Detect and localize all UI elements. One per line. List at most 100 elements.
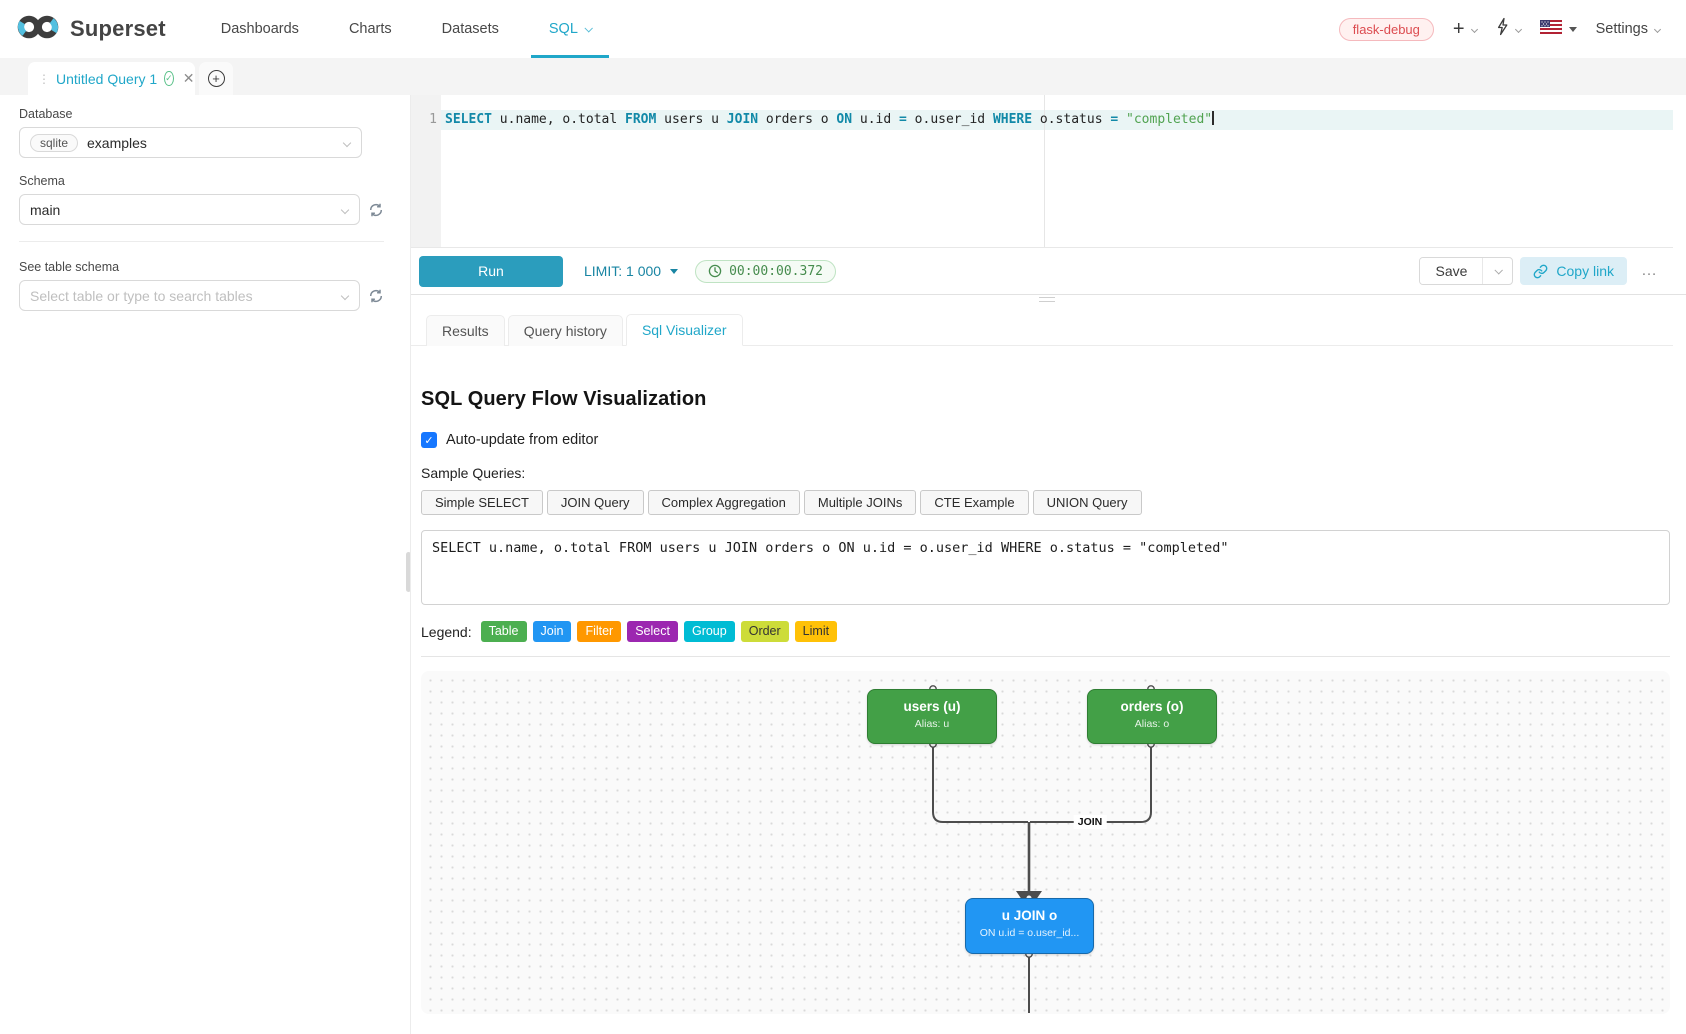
- nav-right-cluster: flask-debug +: [1338, 17, 1662, 41]
- tab-sql-visualizer[interactable]: Sql Visualizer: [625, 314, 743, 346]
- database-select[interactable]: sqlite examples: [19, 127, 362, 158]
- editor-toolbar: Run LIMIT: 1 000 00:00:00.372 Save Copy …: [411, 248, 1686, 295]
- save-options-button[interactable]: [1482, 258, 1512, 284]
- superset-logo[interactable]: Superset: [16, 11, 166, 48]
- text-cursor: [1212, 111, 1215, 125]
- new-item-button[interactable]: +: [1453, 19, 1478, 39]
- schema-select[interactable]: main: [19, 194, 360, 225]
- node-subtitle: Alias: o: [1134, 718, 1170, 730]
- node-title: orders (o): [1120, 699, 1184, 714]
- sample-query-complex-aggregation[interactable]: Complex Aggregation: [647, 490, 800, 515]
- sample-query-union-query[interactable]: UNION Query: [1032, 490, 1142, 515]
- node-subtitle: ON u.id = o.user_id...: [979, 927, 1080, 939]
- legend-badge-table: Table: [480, 621, 527, 642]
- flow-node-join[interactable]: u JOIN o ON u.id = o.user_id...: [965, 898, 1094, 954]
- sql-code-editor[interactable]: 1 SELECT u.name, o.total FROM users u JO…: [411, 95, 1673, 248]
- line-number: 1: [429, 112, 437, 127]
- top-navigation: Superset Dashboards Charts Datasets SQL fla…: [0, 0, 1686, 58]
- auto-update-checkbox[interactable]: ✓: [421, 432, 437, 448]
- copy-link-button[interactable]: Copy link: [1520, 257, 1627, 285]
- sql-input[interactable]: SELECT u.name, o.total FROM users u JOIN…: [421, 530, 1670, 605]
- timer-value: 00:00:00.372: [729, 263, 823, 279]
- caret-down-icon: [1568, 26, 1577, 32]
- editor-resize-handle[interactable]: [1039, 297, 1055, 302]
- sidebar-divider: [19, 241, 384, 242]
- sql-token-pl: u.name, o.total: [491, 112, 626, 127]
- chevron-down-icon: [1494, 266, 1503, 275]
- sql-token-kw: =: [899, 112, 907, 127]
- legend-badge-order: Order: [740, 621, 789, 642]
- print-margin-line: [1044, 95, 1045, 247]
- sample-query-simple-select[interactable]: Simple SELECT: [421, 490, 543, 515]
- sql-token-str: "completed": [1118, 112, 1213, 127]
- table-select[interactable]: Select table or type to search tables: [19, 280, 360, 311]
- drag-handle-icon[interactable]: ⋮: [38, 71, 50, 86]
- add-query-tab-button[interactable]: +: [199, 62, 233, 95]
- nav-item-sql[interactable]: SQL: [530, 0, 609, 58]
- sample-query-multiple-joins[interactable]: Multiple JOINs: [803, 490, 917, 515]
- query-tab[interactable]: ⋮ Untitled Query 1 ✓ ✕: [28, 62, 195, 95]
- save-split-button: Save: [1419, 257, 1514, 285]
- legend-badge-group: Group: [683, 621, 735, 642]
- query-tab-strip: ⋮ Untitled Query 1 ✓ ✕ +: [0, 58, 1686, 95]
- legend-badge-select: Select: [627, 621, 678, 642]
- clock-icon: [708, 264, 722, 278]
- flow-divider: [421, 656, 1670, 657]
- sample-query-join-query[interactable]: JOIN Query: [546, 490, 644, 515]
- chevron-down-icon: [584, 24, 593, 33]
- limit-dropdown[interactable]: LIMIT: 1 000: [584, 263, 679, 279]
- flow-node-users[interactable]: users (u) Alias: u: [867, 689, 997, 744]
- nav-item-dashboards[interactable]: Dashboards: [220, 21, 299, 37]
- nav-item-datasets[interactable]: Datasets: [441, 21, 499, 37]
- editor-active-line: [441, 110, 1673, 130]
- more-menu-button[interactable]: …: [1641, 262, 1658, 279]
- database-label: Database: [19, 107, 73, 121]
- query-tab-title: Untitled Query 1: [56, 70, 158, 87]
- legend-badge-filter: Filter: [577, 621, 622, 642]
- join-edge-label: JOIN: [1073, 815, 1107, 829]
- tab-results[interactable]: Results: [426, 315, 505, 346]
- sql-token-pl: o.user_id: [906, 112, 993, 127]
- sql-token-pl: u.id: [852, 112, 900, 127]
- sidebar-resize-handle[interactable]: [406, 552, 411, 592]
- sql-token-kw: JOIN: [726, 112, 759, 127]
- settings-menu[interactable]: Settings: [1596, 21, 1662, 37]
- table-schema-label: See table schema: [19, 260, 120, 274]
- refresh-icon: [369, 289, 383, 302]
- superset-logo-icon: [16, 11, 62, 48]
- sql-token-kw: FROM: [625, 112, 657, 127]
- nav-item-charts[interactable]: Charts: [348, 21, 392, 37]
- sql-token-pl: orders o: [758, 112, 837, 127]
- run-button[interactable]: Run: [419, 255, 563, 287]
- us-flag-icon: [1539, 19, 1562, 39]
- flow-node-orders[interactable]: orders (o) Alias: o: [1087, 689, 1217, 744]
- sql-editor-pane: 1 SELECT u.name, o.total FROM users u JO…: [410, 95, 1686, 1034]
- sql-token-pl: users u: [656, 112, 727, 127]
- chevron-down-icon: [1653, 25, 1662, 33]
- query-search-button[interactable]: [1496, 17, 1522, 41]
- check-circle-icon: ✓: [164, 71, 174, 86]
- main-nav: Dashboards Charts Datasets SQL: [196, 0, 616, 58]
- schema-label: Schema: [19, 174, 65, 188]
- sql-token-pl: o.status: [1032, 112, 1111, 127]
- sql-token-kw: ON: [836, 112, 853, 127]
- flow-canvas[interactable]: users (u) Alias: u orders (o) Alias: o u…: [421, 671, 1670, 1014]
- close-icon[interactable]: ✕: [182, 70, 195, 86]
- tab-query-history[interactable]: Query history: [507, 315, 623, 346]
- save-button[interactable]: Save: [1420, 258, 1483, 284]
- node-subtitle: Alias: u: [914, 718, 950, 730]
- copy-link-label: Copy link: [1556, 263, 1614, 279]
- refresh-schemas-button[interactable]: [368, 202, 384, 218]
- panel-title: SQL Query Flow Visualization: [421, 388, 707, 410]
- sample-query-cte-example[interactable]: CTE Example: [920, 490, 1029, 515]
- sql-code-line[interactable]: SELECT u.name, o.total FROM users u JOIN…: [445, 110, 1215, 130]
- sqllab-left-sidebar: Database sqlite examples Schema main See…: [0, 95, 404, 1034]
- language-picker[interactable]: [1539, 19, 1577, 39]
- refresh-tables-button[interactable]: [368, 288, 384, 304]
- environment-badge: flask-debug: [1338, 17, 1434, 41]
- chevron-down-icon: [1514, 25, 1522, 33]
- refresh-icon: [369, 203, 383, 216]
- chevron-down-icon: [1470, 25, 1478, 33]
- auto-update-label: Auto-update from editor: [446, 432, 599, 448]
